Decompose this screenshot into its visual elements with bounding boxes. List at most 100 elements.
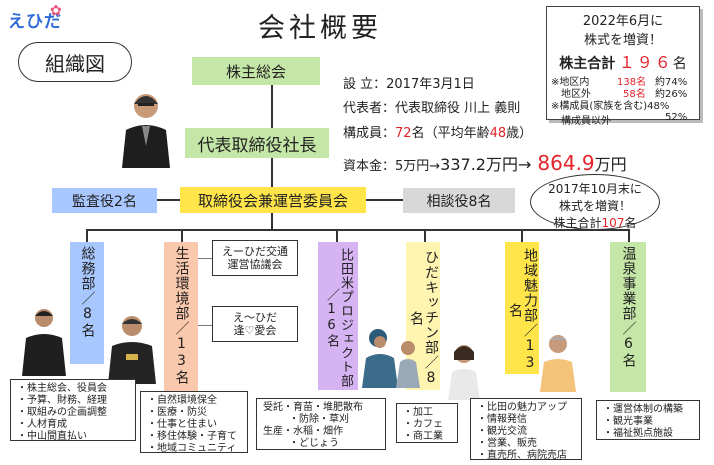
- logo: えひだ ✿: [4, 3, 70, 37]
- established-text: 設 立：2017年3月1日: [343, 77, 475, 92]
- general-affairs-member-photo: [22, 309, 66, 376]
- committee-label: 取締役会兼運営委員会: [197, 191, 348, 210]
- org-chart-label-text: 組織図: [45, 51, 105, 76]
- hida-rice-member-photo: [362, 329, 420, 388]
- connector-dept5: [521, 229, 523, 243]
- transport-council-text: えーひだ交通 運営協議会: [222, 245, 288, 271]
- living-environment-member-photo: [108, 316, 156, 384]
- logo-flower-icon: ✿: [50, 3, 62, 19]
- list-item: ・福祉拠点施設: [603, 428, 673, 439]
- oct-line1: 2017年10月末に: [548, 182, 642, 196]
- regional-appeal-tasks: ・比田の魅力アップ ・情報発信 ・観光交流 ・営業、販売 ・直売所、病院売店: [470, 398, 582, 461]
- avg-age-suffix: 歳）: [506, 126, 533, 141]
- representative-text: 代表者：代表取締役 川上 義則: [343, 101, 521, 116]
- connector-dept-bar: [86, 229, 630, 231]
- auditor-node: 監査役2名: [52, 188, 157, 213]
- october-increase-note: 2017年10月末に 株式を増資！ 株主合計107名: [530, 174, 660, 230]
- list-item: ・カフェ: [403, 419, 443, 430]
- dept-general-affairs: 総務部／8名: [70, 242, 104, 364]
- page-title: 会社概要: [258, 13, 382, 44]
- june-row4: 構成員以外 52%: [561, 112, 699, 127]
- list-item: ・商工業: [403, 431, 443, 442]
- love-association-text: え～ひだ 逢♡愛会: [233, 311, 277, 337]
- hida-rice-tasks: 受託・育苗・堆肥散布 ・防除・草刈 生産・水稲・畑作 ・どじょう: [256, 398, 386, 450]
- living-environment-tasks: ・自然環境保全 ・医療・防災 ・仕事と住まい ・移住体験・子育て ・地域コミュニ…: [140, 391, 248, 454]
- june-line1: 2022年6月に: [582, 14, 664, 29]
- president-node: 代表取締役社長: [185, 128, 329, 158]
- president-photo: [116, 86, 176, 168]
- company-info-panel: 設 立：2017年3月1日 代表者：代表取締役 川上 義則 構成員：72名（平均…: [333, 65, 683, 177]
- list-item: ・防除・草刈: [289, 414, 349, 425]
- list-item: ・加工: [403, 407, 433, 418]
- june-total-label: 株主合計: [559, 56, 616, 72]
- oct-line2: 株式を増資！: [558, 199, 631, 213]
- members-suffix: 名（平均年齢: [411, 126, 490, 141]
- hida-kitchen-tasks: ・加工 ・カフェ ・商工業: [396, 403, 458, 443]
- list-item: ・観光交流: [477, 426, 527, 437]
- transport-connector: [197, 258, 213, 259]
- june-total-unit: 名: [672, 56, 687, 72]
- capital-label: 資本金：5万円→: [343, 159, 441, 174]
- dept-general-affairs-label: 総務部／8名: [79, 246, 96, 338]
- june-row2-pct: 約26%: [655, 89, 688, 100]
- list-item: 生産・水稲・畑作: [263, 426, 343, 437]
- dept-regional-appeal-label: 地域魅力部／13名: [507, 248, 538, 372]
- list-item: ・どじょう: [289, 438, 339, 449]
- june-line2: 株式を増資！: [583, 33, 662, 48]
- list-item: ・情報発信: [477, 414, 527, 425]
- list-item: ・予算、財務、経理: [17, 395, 107, 406]
- list-item: 受託・育苗・堆肥散布: [263, 402, 363, 413]
- capital-mid: 337.2万円→: [440, 155, 532, 174]
- june-increase-note: 2022年6月に 株式を増資！ 株主合計 １９６名 ※地区内 138名 約74%…: [546, 6, 700, 127]
- oct-line3: 株主合計107名: [531, 214, 659, 231]
- list-item: ・自然環境保全: [147, 395, 217, 406]
- connector-dept1: [86, 229, 88, 243]
- oct-total-value: 107: [601, 216, 625, 230]
- june-row1: ※地区内 138名 約74%: [551, 73, 699, 88]
- love-association-note: え～ひだ 逢♡愛会: [212, 306, 298, 342]
- list-item: ・仕事と住まい: [147, 419, 217, 430]
- june-row4-label: 構成員以外: [561, 116, 611, 127]
- list-item: ・比田の魅力アップ: [477, 402, 567, 413]
- general-affairs-tasks: ・株主総会、役員会 ・予算、財務、経理 ・取組みの企画調整 ・人材育成 ・中山間…: [10, 379, 136, 442]
- june-row1-value: 138名: [617, 77, 647, 88]
- oct-total-unit: 名: [624, 216, 637, 230]
- capital-final: 864.9: [537, 151, 595, 175]
- dept-hot-spring-label: 温泉事業部／6名: [620, 246, 637, 368]
- connector-dept6: [628, 229, 630, 243]
- june-total: 株主合計 １９６名: [547, 49, 699, 73]
- june-row1-pct: 約74%: [655, 77, 688, 88]
- connector-committee-down: [271, 210, 273, 230]
- june-row2-label: 地区外: [561, 89, 591, 100]
- list-item: ・直売所、病院売店: [477, 450, 567, 461]
- capital-unit: 万円: [594, 155, 627, 174]
- dept-hida-rice: 比田米プロジェクト部／16名: [318, 242, 358, 390]
- list-item: ・株主総会、役員会: [17, 383, 107, 394]
- members-count: 72: [395, 126, 412, 141]
- hida-kitchen-member-photo: [448, 345, 480, 400]
- connector-dept4: [424, 229, 426, 243]
- logo-text: えひだ: [8, 12, 62, 32]
- list-item: ・観光事業: [603, 416, 653, 427]
- dept-regional-appeal: 地域魅力部／13名: [505, 242, 539, 374]
- oct-total-label: 株主合計: [553, 216, 602, 230]
- regional-appeal-member-photo: [540, 335, 576, 392]
- members-label: 構成員：: [343, 126, 396, 141]
- list-item: ・地域コミュニティ: [147, 443, 237, 454]
- advisor-node: 相談役8名: [403, 188, 515, 213]
- list-item: ・運営体制の構築: [603, 404, 683, 415]
- june-row4-pct: 52%: [665, 112, 688, 123]
- connector-dept3: [336, 229, 338, 243]
- capital-line: 資本金：5万円→337.2万円→ 864.9万円: [343, 151, 627, 175]
- shareholders-label: 株主総会: [225, 62, 286, 81]
- list-item: ・医療・防災: [147, 407, 207, 418]
- members-line: 構成員：72名（平均年齢48歳）: [343, 122, 532, 141]
- president-label: 代表取締役社長: [197, 135, 317, 156]
- list-item: ・中山間直払い: [17, 431, 87, 442]
- avg-age: 48: [489, 126, 507, 141]
- auditor-label: 監査役2名: [72, 193, 137, 210]
- shareholders-node: 株主総会: [192, 57, 320, 85]
- dept-hida-kitchen-label: ひだキッチン部／8名: [408, 249, 439, 387]
- transport-council-note: えーひだ交通 運営協議会: [212, 240, 298, 276]
- list-item: ・営業、販売: [477, 438, 537, 449]
